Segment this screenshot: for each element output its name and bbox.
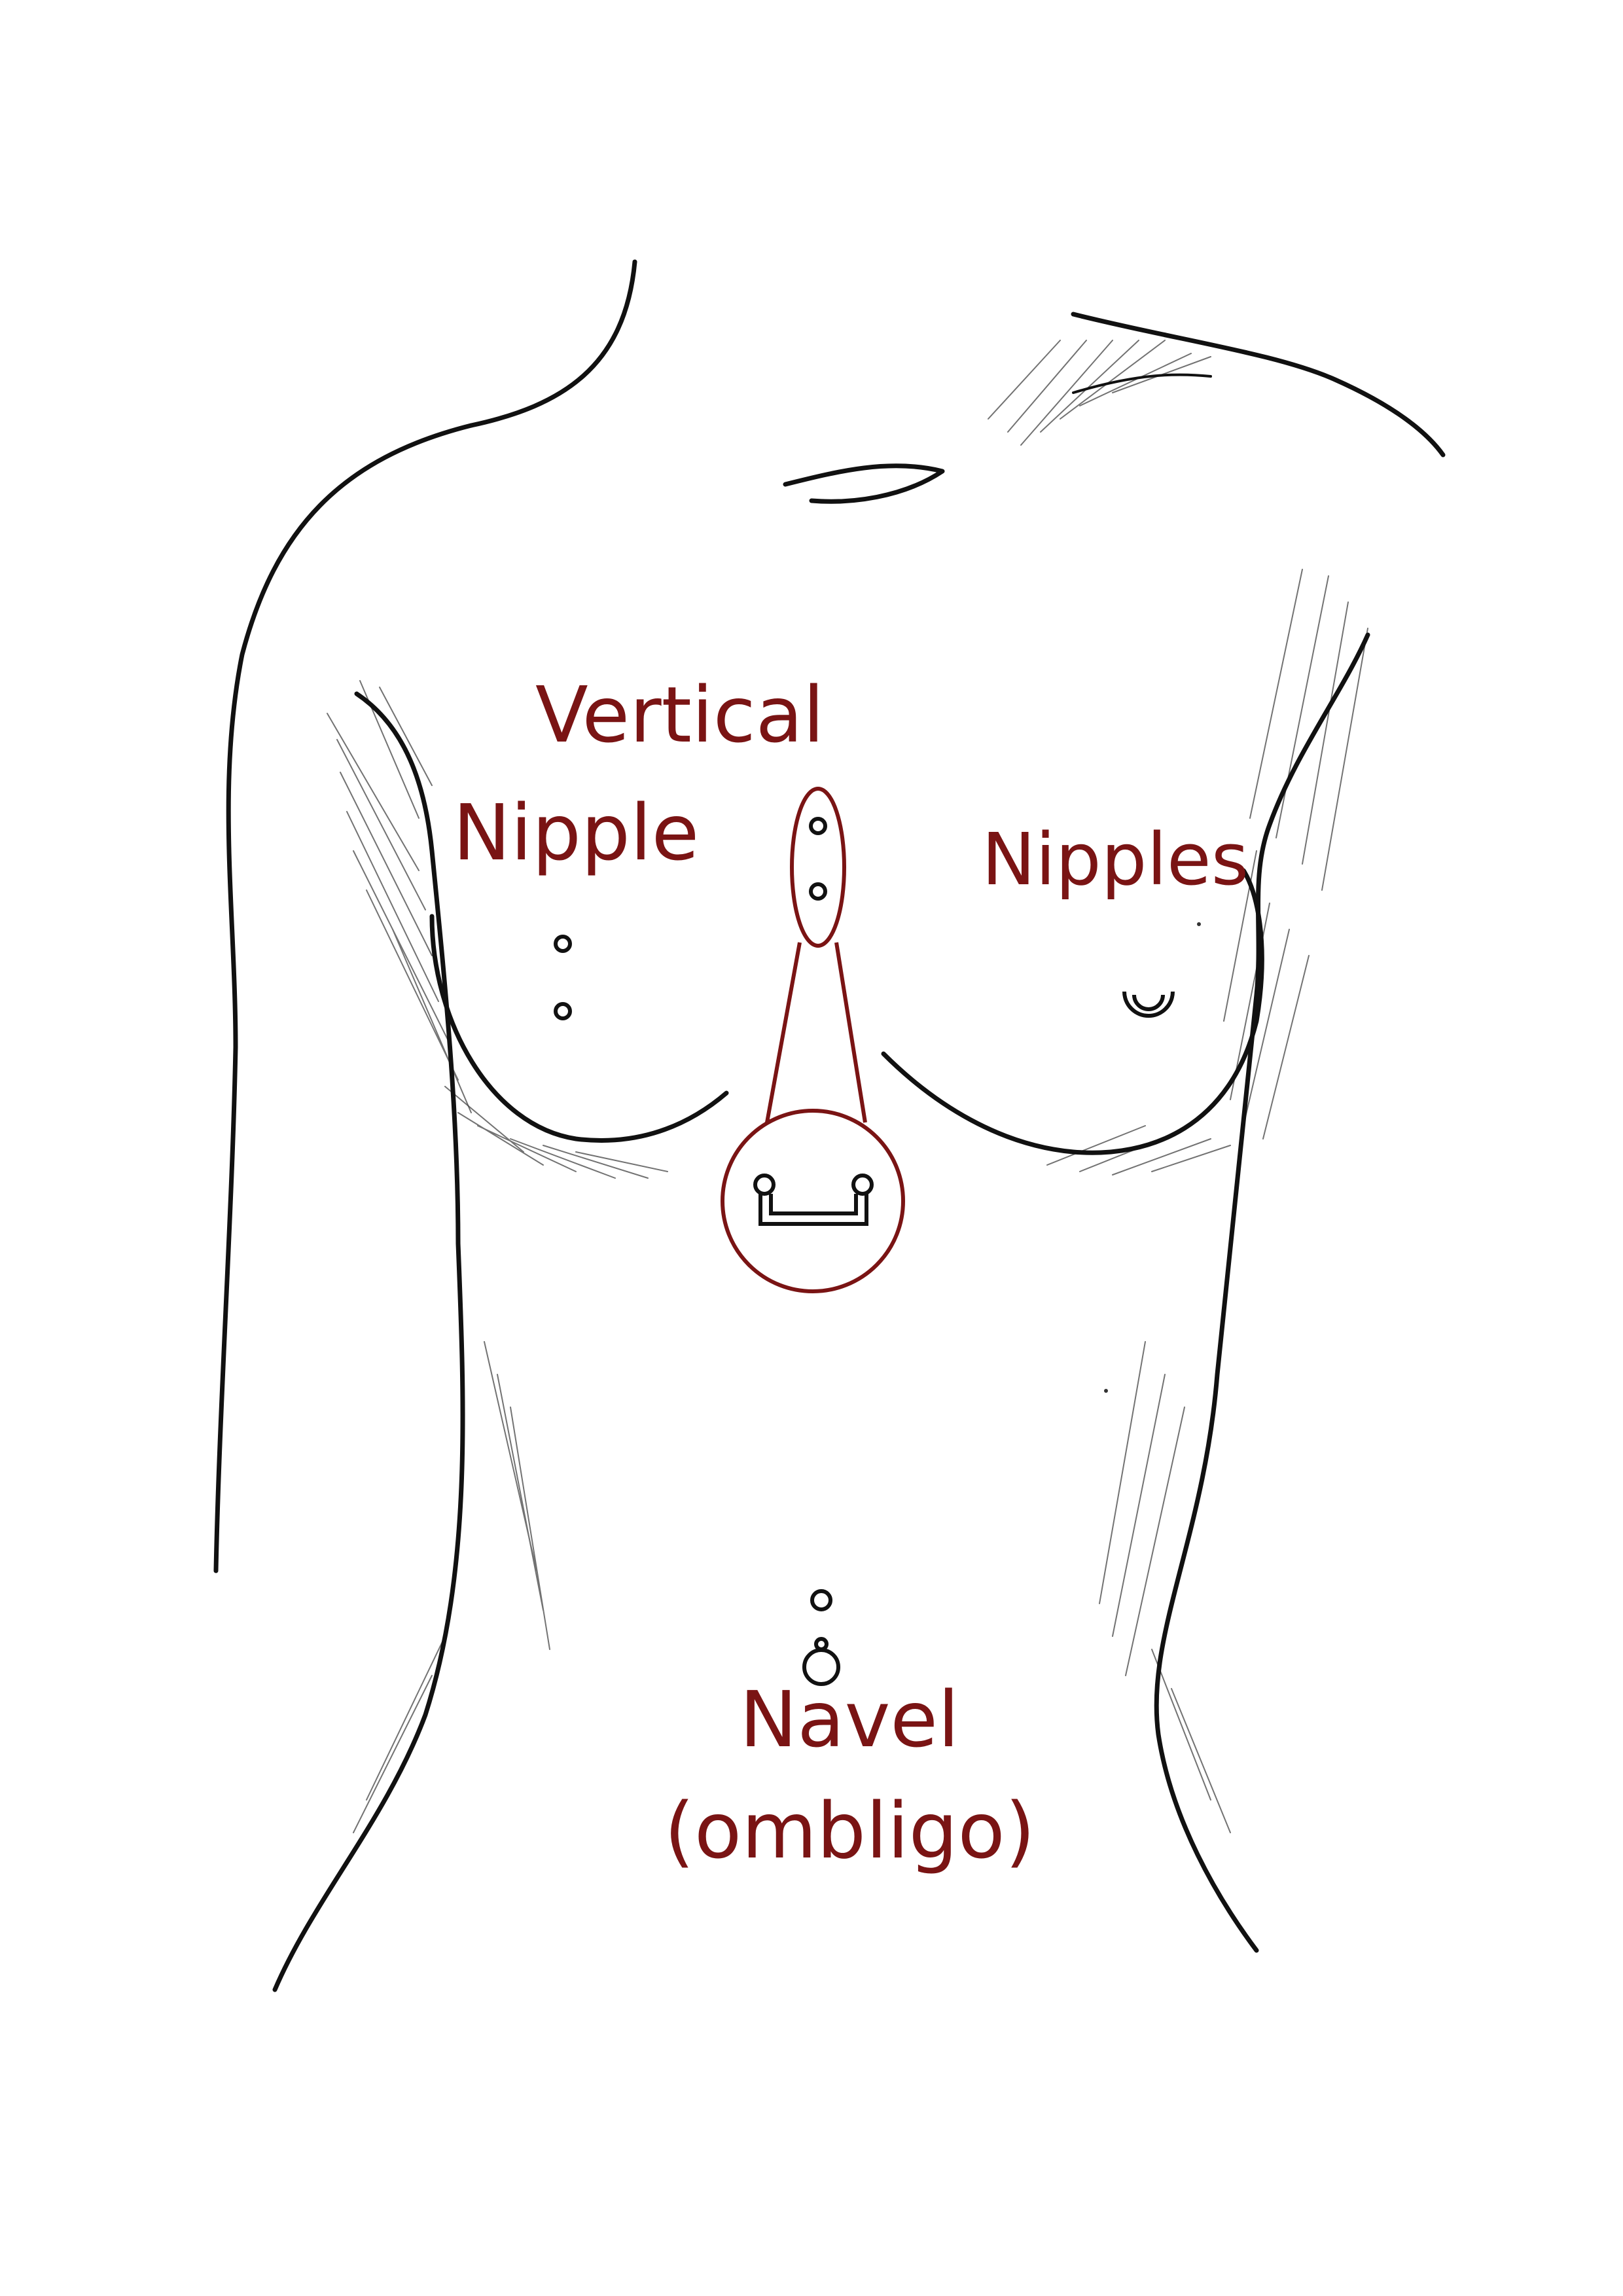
right-body-side [1154,632,1370,1953]
sketch-dot [1197,922,1201,926]
right-shoulder-line [1071,312,1446,457]
right-shoulder-inner [1072,373,1212,394]
surface-bar-icon [753,1174,874,1226]
vertical-nipple-label-line2: Nipple [453,787,700,878]
right-shoulder-shading [988,340,1211,446]
left-shoulder-arm-line [213,423,474,1573]
navel-translation-label: (ombligo) [664,1785,1035,1876]
callout-ellipse [790,787,846,948]
callout-leader-right [834,942,867,1123]
waist-shading [353,1341,1231,1833]
vertical-nipple-label-line1: Vertical [535,670,825,760]
callout-top-bead [809,817,827,835]
right-side-shading [1223,569,1368,1139]
callout-circle [721,1109,905,1293]
left-breast-curve [429,914,729,1143]
callout-leader-left [765,942,802,1123]
sketch-dot [1104,1389,1108,1393]
navel-ring-icon [802,1637,840,1686]
callout-bottom-bead [809,882,827,901]
vertical-nipple-top-bead [554,935,572,953]
collarbone-line [783,463,945,504]
nipple-ring-icon [1122,991,1175,1018]
nipples-label: Nipples [982,817,1249,901]
surface-piercing-callout [721,787,905,1293]
left-armpit-shading [327,680,472,1113]
left-body-side [272,691,465,1992]
vertical-nipple-bottom-bead [554,1002,572,1020]
navel-label: Navel [740,1674,959,1765]
left-underbust-shading [444,1086,668,1179]
left-neck-line [469,259,637,428]
navel-top-bead [810,1589,832,1611]
right-breast-curve [881,868,1264,1155]
